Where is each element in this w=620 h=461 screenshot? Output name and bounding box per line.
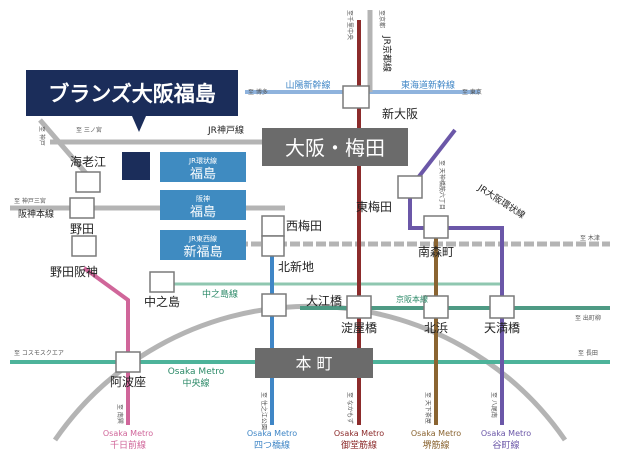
station-higobashi	[261, 293, 287, 317]
hub-umeda: 大阪・梅田	[262, 128, 408, 166]
dir-sannomiya-jr: 至 三ノ宮	[76, 126, 102, 134]
label-nishi-umeda: 西梅田	[286, 218, 322, 233]
svg-text:JR環状線: JR環状線	[188, 156, 217, 165]
label-yodoyabashi: 淀屋橋	[341, 321, 377, 335]
label-metro-yotsubashi-1: Osaka Metro	[247, 429, 297, 438]
label-metro-chuo-1: Osaka Metro	[168, 367, 225, 377]
property-location-marker	[122, 152, 150, 180]
dir-nagata: 至 長田	[578, 350, 598, 357]
label-tenmabashi: 天満橋	[484, 321, 520, 335]
station-ebie	[75, 171, 101, 193]
svg-text:JR東西線: JR東西線	[188, 234, 217, 243]
direction-labels: 至千里中央 至京都 至 博多 至 東京 至 三ノ宮 至 神戸 至 神戸三宮 至 …	[14, 10, 601, 430]
dir-cosmosquare: 至 コスモスクエア	[14, 350, 64, 357]
dir-demachiyanagi: 至 出町柳	[575, 314, 601, 322]
station-yodoyabashi	[346, 295, 372, 319]
dir-nanko: 至 南巽	[116, 404, 124, 424]
label-metro-tanimachi-2: 谷町線	[492, 439, 519, 451]
label-metro-sennichimae-1: Osaka Metro	[103, 429, 153, 438]
label-minami-morimachi: 南森町	[418, 244, 454, 259]
label-awaza: 阿波座	[110, 374, 146, 389]
label-jr-kobe: JR神戸線	[207, 124, 244, 136]
jr-kobe-line-to-ebie	[38, 118, 92, 180]
label-higashi-umeda: 東梅田	[356, 199, 392, 214]
label-noda-hanshin: 野田阪神	[50, 265, 98, 279]
label-nakanoshima: 中之島	[144, 294, 180, 309]
metro-sennichimae-line	[82, 266, 130, 425]
station-markers	[69, 85, 515, 373]
station-tenmabashi	[489, 295, 515, 319]
dir-nakamozu: 至 なかもず	[346, 392, 354, 424]
dir-kyoto: 至京都	[378, 10, 386, 28]
station-minami-morimachi	[423, 215, 449, 239]
dir-kobe: 至 神戸	[38, 126, 46, 146]
svg-text:新福島: 新福島	[183, 244, 222, 260]
dir-tokyo: 至 東京	[462, 88, 482, 96]
station-kitahama	[423, 295, 449, 319]
label-metro-tanimachi-1: Osaka Metro	[481, 429, 531, 438]
svg-text:福島: 福島	[190, 205, 216, 220]
metro-tanimachi-line	[408, 128, 504, 425]
hub-umeda-label: 大阪・梅田	[285, 136, 385, 160]
label-metro-chuo-2: 中央線	[182, 377, 209, 389]
station-awaza	[115, 351, 141, 373]
property-callout: ブランズ大阪福島	[26, 70, 238, 180]
svg-text:阪神: 阪神	[196, 194, 210, 203]
label-metro-sakaisuji-2: 堺筋線	[422, 439, 449, 451]
label-jr-osaka-loop: JR大阪環状線	[475, 181, 528, 221]
label-shin-osaka: 新大阪	[382, 106, 418, 121]
label-metro-midosuji-1: Osaka Metro	[334, 429, 384, 438]
label-tokaido-shinkansen: 東海道新幹線	[401, 79, 455, 91]
line-labels: JR神戸線 山陽新幹線 東海道新幹線 JR京都線 阪神本線 中之島線 京阪本線 …	[18, 35, 531, 451]
dir-hakata: 至 博多	[248, 88, 268, 96]
hub-honmachi-label: 本 町	[295, 354, 332, 373]
label-nakanoshima-line: 中之島線	[202, 288, 238, 300]
station-labels: 新大阪 海老江 野田 野田阪神 中之島 阿波座 西梅田 北新地 大江橋 淀屋橋 …	[50, 106, 520, 389]
station-shin-osaka	[342, 85, 370, 109]
station-nakanoshima	[149, 271, 175, 293]
dir-tenjinbashi: 至 天神橋筋六丁目	[438, 160, 446, 210]
svg-text:福島: 福島	[190, 167, 216, 182]
label-metro-sakaisuji-1: Osaka Metro	[411, 429, 461, 438]
label-higobashi: 大江橋	[306, 294, 342, 308]
label-keihan: 京阪本線	[396, 294, 428, 304]
highlight-hanshin-fukushima: 阪神 福島	[160, 190, 246, 220]
label-hanshin: 阪神本線	[18, 208, 54, 220]
label-metro-sennichimae-2: 千日前線	[110, 439, 146, 451]
dir-kizu: 至 木津	[580, 234, 600, 242]
dir-suminoe: 至 住之江公園	[260, 392, 268, 430]
label-noda: 野田	[70, 222, 94, 236]
dir-yao: 至 八尾南	[490, 392, 498, 418]
station-noda	[69, 197, 95, 219]
highlight-stations: JR環状線 福島 阪神 福島 JR東西線 新福島	[160, 152, 246, 260]
station-kita-shinchi	[261, 235, 285, 257]
label-metro-yotsubashi-2: 四つ橋線	[254, 439, 290, 451]
dir-senri-chuo: 至千里中央	[346, 10, 354, 40]
highlight-jr-fukushima: JR環状線 福島	[160, 152, 246, 182]
label-ebie: 海老江	[70, 154, 106, 169]
label-sanyo-shinkansen: 山陽新幹線	[285, 79, 330, 91]
hub-honmachi: 本 町	[255, 348, 373, 378]
label-jr-kyoto: JR京都線	[381, 35, 393, 72]
property-name: ブランズ大阪福島	[48, 82, 216, 106]
dir-tengachaya: 至 天下茶屋	[424, 392, 432, 424]
label-kita-shinchi: 北新地	[278, 259, 314, 274]
station-higashi-umeda	[397, 175, 423, 199]
label-metro-midosuji-2: 御堂筋線	[341, 439, 377, 451]
dir-sannomiya-hanshin: 至 神戸三宮	[14, 197, 46, 205]
label-kitahama: 北浜	[424, 321, 448, 335]
station-nishi-umeda	[261, 215, 285, 237]
station-noda-hanshin	[71, 235, 97, 257]
highlight-shin-fukushima: JR東西線 新福島	[160, 230, 246, 260]
